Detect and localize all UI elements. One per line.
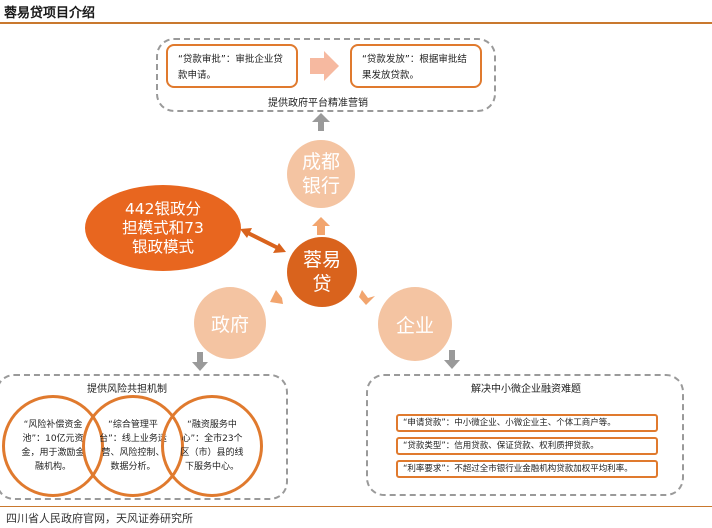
- enterprise-circle: 企业: [378, 287, 452, 361]
- solution-group-caption: 解决中小微企业融资难题: [471, 384, 581, 395]
- page-title: 蓉易贷项目介绍: [4, 6, 96, 21]
- solution-dashed-group: [366, 374, 684, 496]
- interest-rate-row: “利率要求”：不超过全市银行业金融机构贷款加权平均利率。: [396, 460, 658, 478]
- enterprise-label: 企业: [395, 314, 434, 337]
- up-arrow-icon: [312, 113, 330, 131]
- loan-approval-text: “贷款审批”：审批企业贷款申请。: [178, 54, 283, 81]
- center-to-enterprise-arrow: [359, 290, 375, 305]
- solution-row-3: “利率要求”：不超过全市银行业金融机构贷款加权平均利率。: [403, 464, 633, 474]
- risk-dashed-group: [0, 374, 288, 500]
- solution-row-2: “贷款类型”：信用贷款、保证贷款、权利质押贷款。: [403, 441, 599, 451]
- service-center-circle: “融资服务中心”：全市23个区（市）县的线下服务中心。: [161, 395, 263, 497]
- government-label: 政府: [210, 313, 249, 336]
- model-link-line: [247, 231, 279, 250]
- apply-loan-row: “申请贷款”：中小微企业、小微企业主、个体工商户等。: [396, 414, 658, 432]
- model-line3: 银政模式: [131, 237, 194, 256]
- bank-label-line1: 成都: [301, 151, 340, 173]
- rongyidai-circle: 蓉易 贷: [287, 237, 357, 307]
- loan-disbursement-text: “贷款发放”：根据审批结果发放贷款。: [362, 54, 467, 81]
- title-divider: [0, 22, 712, 24]
- model-arrowhead-right: [273, 243, 286, 253]
- risk-item-1: “风险补偿资金池”：10亿元资金，用于激励金融机构。: [21, 420, 85, 472]
- loan-type-row: “贷款类型”：信用贷款、保证贷款、权利质押贷款。: [396, 437, 658, 455]
- down-arrow-right-icon: [444, 350, 460, 369]
- model-arrowhead-left: [240, 228, 252, 238]
- model-line2: 担模式和73: [122, 218, 204, 237]
- loan-approval-box: “贷款审批”：审批企业贷款申请。: [166, 44, 298, 88]
- top-dashed-group: [156, 38, 496, 112]
- process-arrow: [310, 51, 339, 81]
- government-circle: 政府: [194, 287, 266, 359]
- risk-item-2: “综合管理平台”：线上业务运营、风险控制、数据分析。: [99, 420, 167, 472]
- risk-group-caption: 提供风险共担机制: [87, 384, 167, 395]
- center-to-government-arrow: [270, 290, 283, 304]
- solution-row-1: “申请贷款”：中小微企业、小微企业主、个体工商户等。: [403, 418, 616, 428]
- model-line1: 442银政分: [124, 199, 202, 218]
- top-group-caption: 提供政府平台精准营销: [268, 98, 368, 109]
- bank-label-line2: 银行: [301, 175, 340, 197]
- center-label-line1: 蓉易: [302, 249, 341, 271]
- chengdu-bank-circle: 成都 银行: [287, 140, 355, 208]
- source-footer: 四川省人民政府官网，天风证券研究所: [6, 512, 193, 525]
- footer-divider: [0, 506, 712, 507]
- loan-disbursement-box: “贷款发放”：根据审批结果发放贷款。: [350, 44, 482, 88]
- down-arrow-left-icon: [192, 352, 208, 371]
- center-label-line2: 贷: [312, 273, 332, 295]
- model-ellipse: 442银政分 担模式和73 银政模式: [85, 185, 241, 271]
- center-to-bank-arrow: [312, 217, 330, 235]
- risk-item-3: “融资服务中心”：全市23个区（市）县的线下服务中心。: [180, 420, 244, 472]
